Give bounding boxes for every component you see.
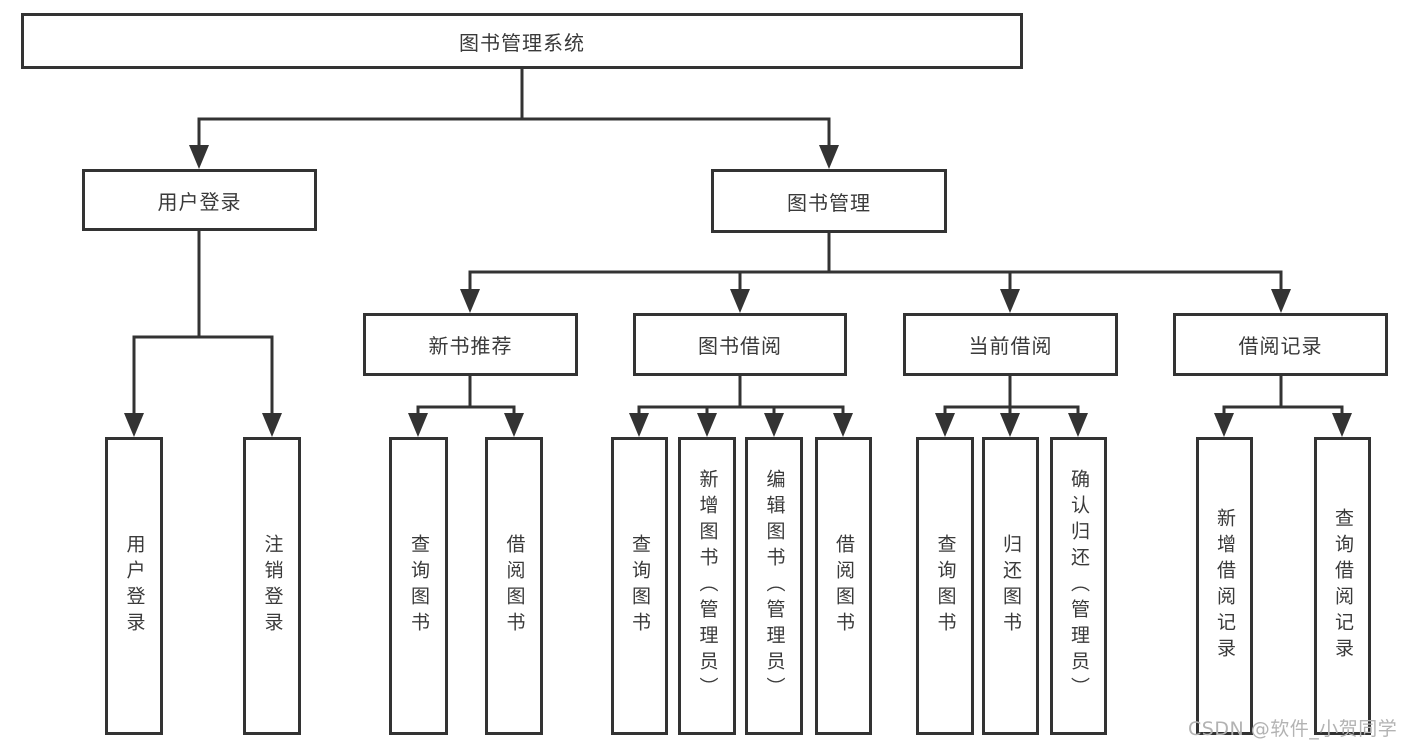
leaf-return-books: 归还图书 — [982, 437, 1039, 735]
node-borrow-records: 借阅记录 — [1173, 313, 1388, 376]
node-root-system: 图书管理系统 — [21, 13, 1023, 69]
leaf-borrow-books-2: 借阅图书 — [815, 437, 872, 735]
node-book-management-label: 图书管理 — [787, 190, 871, 215]
leaf-logout: 注销登录 — [243, 437, 301, 735]
node-user-login-label: 用户登录 — [157, 189, 242, 214]
leaf-user-login: 用户登录 — [105, 437, 163, 735]
leaf-add-books-admin: 新增图书（管理员） — [678, 437, 736, 735]
node-root-label: 图书管理系统 — [459, 30, 585, 55]
arrowheads — [124, 145, 1352, 437]
leaf-query-borrow-record: 查询借阅记录 — [1314, 437, 1371, 735]
leaf-edit-books-admin: 编辑图书（管理员） — [745, 437, 803, 735]
node-current-borrow: 当前借阅 — [903, 313, 1118, 376]
leaf-query-books-3: 查询图书 — [916, 437, 974, 735]
leaf-confirm-return-admin: 确认归还（管理员） — [1050, 437, 1107, 735]
node-new-book-recommend: 新书推荐 — [363, 313, 578, 376]
node-book-management: 图书管理 — [711, 169, 947, 233]
leaf-borrow-books-1: 借阅图书 — [485, 437, 543, 735]
node-user-login: 用户登录 — [82, 169, 317, 231]
csdn-watermark: CSDN @软件_小贺同学 — [1188, 718, 1398, 740]
leaf-query-books-2: 查询图书 — [611, 437, 668, 735]
node-book-borrow: 图书借阅 — [633, 313, 847, 376]
leaf-add-borrow-record: 新增借阅记录 — [1196, 437, 1253, 735]
leaf-query-books-1: 查询图书 — [389, 437, 448, 735]
